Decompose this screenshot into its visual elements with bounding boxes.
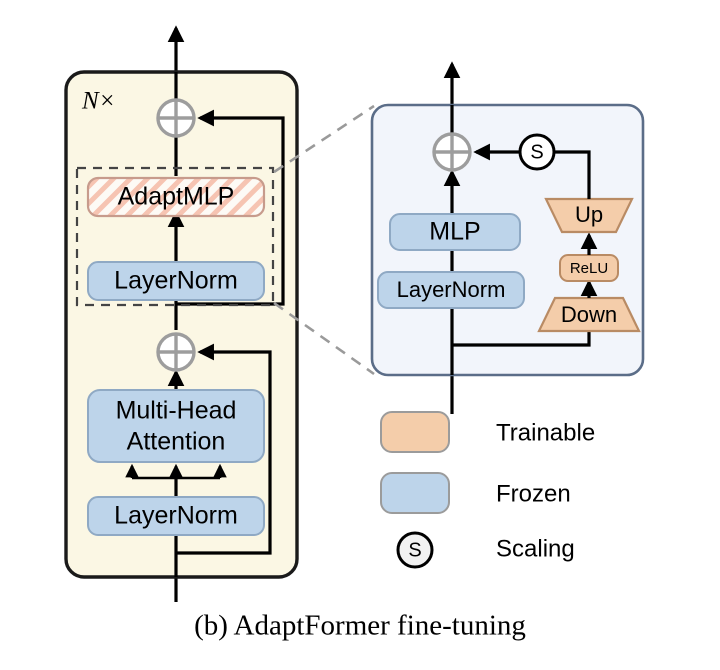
detail-layernorm-label: LayerNorm (397, 277, 506, 302)
legend-item-scaling: S Scaling (396, 531, 575, 569)
multi-head-attention-block[interactable]: Multi-Head Attention (87, 389, 265, 463)
zoom-connector-top (273, 104, 375, 174)
scaling-circle (518, 133, 556, 171)
down-shape (537, 296, 641, 333)
residual-wire-bottom (176, 343, 272, 555)
layernorm-top-label: LayerNorm (114, 267, 238, 295)
legend-item-trainable: Trainable (380, 411, 595, 453)
qkv-fanout-wires (125, 463, 227, 480)
adaptmlp-region-dashed-box (75, 166, 275, 307)
up-projection-block[interactable]: Up (544, 197, 634, 234)
attention-shape (87, 389, 265, 463)
legend-swatch-trainable (380, 411, 450, 453)
legend-label-scaling: Scaling (496, 535, 575, 562)
residual-add-top (156, 98, 196, 138)
detail-layernorm-block[interactable]: LayerNorm (377, 271, 525, 309)
detail-residual-add (432, 132, 472, 172)
residual-add-bottom (156, 332, 196, 372)
adaptmlp-block[interactable]: AdaptMLP (86, 176, 266, 218)
layernorm-bottom-block[interactable]: LayerNorm (87, 496, 265, 536)
legend-label-trainable: Trainable (496, 419, 595, 446)
adaptmlp-label: AdaptMLP (118, 183, 235, 211)
repeat-count-label: N× (81, 88, 116, 115)
layernorm-bottom-shape (87, 496, 265, 536)
legend-label-frozen: Frozen (496, 480, 571, 507)
layernorm-top-block[interactable]: LayerNorm (87, 261, 265, 301)
layernorm-top-shape (87, 261, 265, 301)
attention-label-line2: Attention (127, 428, 226, 456)
up-shape (544, 197, 634, 234)
down-projection-block[interactable]: Down (537, 296, 641, 333)
figure-caption: (b) AdaptFormer fine-tuning (194, 610, 526, 642)
down-label: Down (561, 302, 617, 327)
legend-scaling-glyph: S (408, 540, 421, 562)
detail-branch-to-down (452, 331, 591, 347)
legend-item-frozen: Frozen (380, 472, 571, 514)
scaling-operator[interactable]: S (518, 133, 556, 171)
mlp-block[interactable]: MLP (389, 213, 521, 251)
zoom-connector-bottom (273, 301, 375, 376)
up-label: Up (575, 202, 603, 227)
relu-label: ReLU (570, 260, 608, 277)
relu-block[interactable]: ReLU (559, 254, 619, 282)
layernorm-bottom-label: LayerNorm (114, 502, 238, 530)
mlp-shape (389, 213, 521, 251)
adaptmlp-block-shape (86, 176, 266, 218)
mlp-label: MLP (429, 218, 480, 246)
detail-layernorm-shape (377, 271, 525, 309)
zoom-connector-lines (273, 104, 375, 376)
attention-label-line1: Multi-Head (116, 397, 237, 425)
legend-swatch-scaling (396, 531, 434, 569)
wire-up-to-scale (554, 150, 591, 199)
legend-swatch-frozen (380, 472, 450, 514)
scaling-glyph: S (530, 142, 543, 164)
